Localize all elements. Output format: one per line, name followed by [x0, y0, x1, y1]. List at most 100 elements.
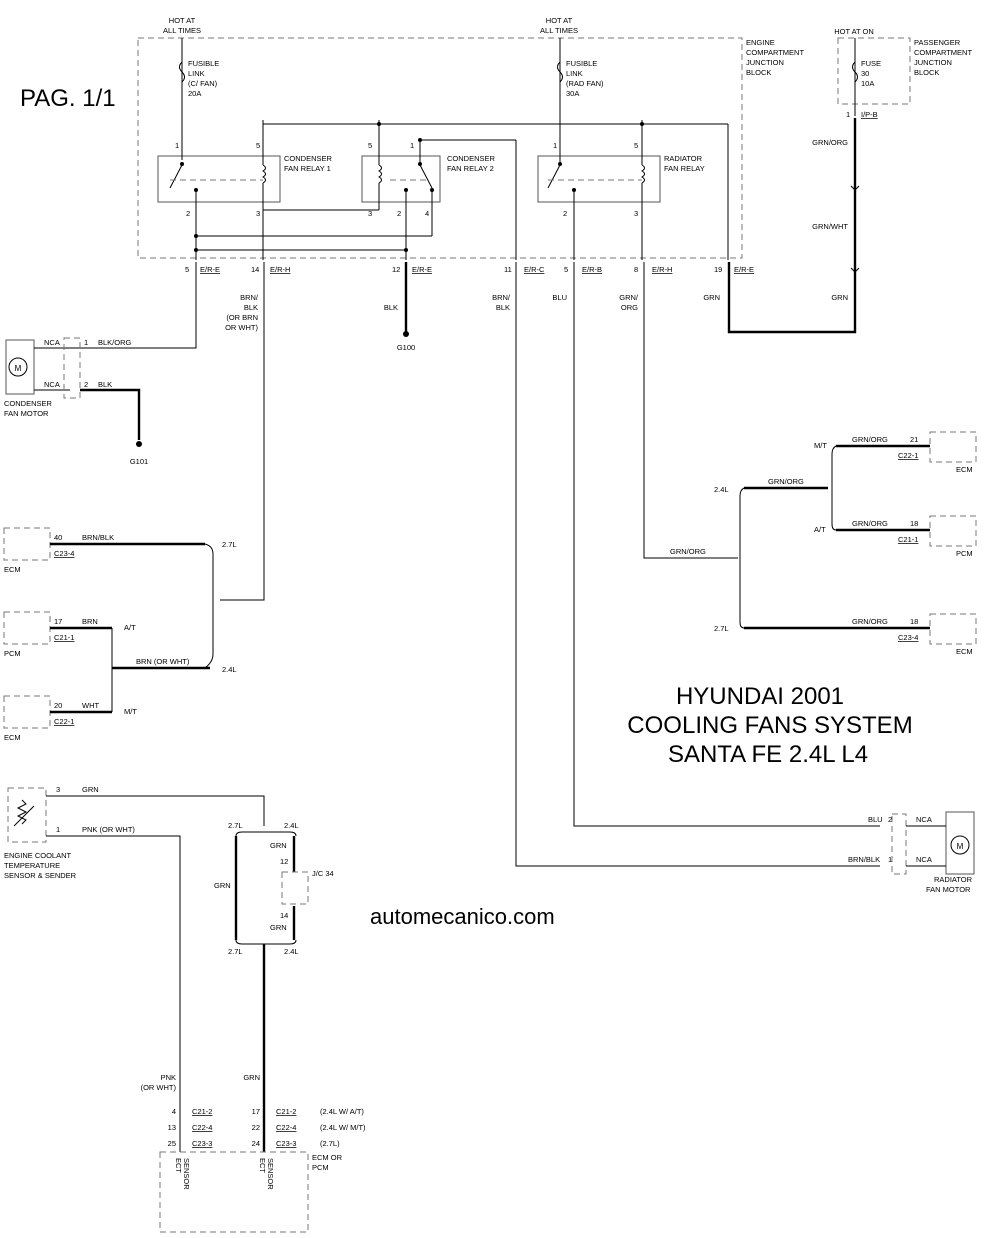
ect-row3-note: (2.7L) — [320, 1139, 340, 1148]
ecm-pcm-module — [159, 1151, 309, 1233]
condenser-pin2-num: 2 — [84, 380, 88, 389]
conn-id-4: E/R-C — [524, 265, 545, 274]
wire-grn-label-1: GRN — [703, 293, 720, 302]
wire-grn-org2-2: ORG — [621, 303, 638, 312]
wire-grn-org2-1: GRN/ — [619, 293, 639, 302]
relay2-pin-bot-3: 4 — [425, 209, 429, 218]
ecm-right-at-trans: A/T — [814, 525, 826, 534]
ecm-right-1 — [929, 431, 977, 463]
ecm-right-mt-conn: C22-1 — [898, 451, 918, 460]
wire-brn-blk-alt-1: BRN/ — [240, 293, 259, 302]
wire-blu — [573, 262, 880, 827]
relay1-switch-icon — [169, 164, 183, 189]
radiator-fan-relay — [537, 155, 661, 203]
ecm-right-mt-label: ECM — [956, 465, 973, 474]
relay2-switch-icon — [419, 164, 433, 189]
coolant-pin3: 3 — [56, 785, 60, 794]
fusible-link-1-l4: 20A — [188, 89, 201, 98]
wire-brn-blk-ecm — [220, 262, 265, 601]
relay2-pin-top-1: 5 — [368, 141, 372, 150]
condenser-motor-icon — [8, 357, 28, 377]
ecm2-label: ECM — [4, 733, 21, 742]
radiator-motor-m: M — [957, 842, 964, 851]
conn-id-3: E/R-E — [412, 265, 432, 274]
jc34-label: J/C 34 — [312, 869, 334, 878]
radiator-pin1-num: 1 — [888, 855, 892, 864]
relay1-pin-top-1: 1 — [175, 141, 179, 150]
condenser-motor-label-1: CONDENSER — [4, 399, 53, 408]
ect-sensor-b-2: SENSOR — [266, 1158, 275, 1190]
ecm-right-27-eng: 2.7L — [714, 624, 729, 633]
ect-module-1: ECM OR — [312, 1153, 343, 1162]
conn-pin-7: 19 — [714, 265, 722, 274]
ecm2-trans: M/T — [124, 707, 137, 716]
ecm1-eng: 2.7L — [222, 540, 237, 549]
hot-all-times-1a: HOT AT — [169, 16, 196, 25]
passenger-block-label-2: COMPARTMENT — [914, 48, 972, 57]
wire-grn-label-2: GRN — [831, 293, 848, 302]
conn-pin-3: 12 — [392, 265, 400, 274]
passenger-block-label-3: JUNCTION — [914, 58, 952, 67]
relay3-pin-bot-1: 2 — [563, 209, 567, 218]
ecm-right-trunk-wire: GRN/ORG — [670, 547, 706, 556]
passenger-block-label-1: PASSENGER — [914, 38, 961, 47]
ect-grn: GRN — [243, 1073, 260, 1082]
hot-at-on: HOT AT ON — [834, 27, 874, 36]
wire-brn-blk-1: BRN/ — [492, 293, 511, 302]
ipb-pin: 1 — [846, 110, 850, 119]
relay1-pin-bot-2: 3 — [256, 209, 260, 218]
ect-row2-p1: 13 — [168, 1123, 176, 1132]
engine-block-label-4: BLOCK — [746, 68, 771, 77]
ect-module-2: PCM — [312, 1163, 329, 1172]
title-line-2: COOLING FANS SYSTEM — [627, 712, 912, 739]
ecm-right-at-pin: 18 — [910, 519, 918, 528]
ecm1-wire: BRN/BLK — [82, 533, 114, 542]
ect-row2-c2: C22-4 — [276, 1123, 296, 1132]
condenser-fan-relay-1 — [157, 155, 281, 203]
pcm-conn: C21-1 — [54, 633, 74, 642]
ecm2-wire: WHT — [82, 701, 99, 710]
relay3-coil-icon — [641, 164, 645, 184]
wire-grn-org-ecm — [643, 262, 738, 559]
watermark: automecanico.com — [370, 904, 555, 929]
ground-g101-icon — [136, 441, 142, 447]
hot-all-times-2a: HOT AT — [546, 16, 573, 25]
relay3-switch-icon — [547, 164, 561, 189]
ecm-left-mid-wire: BRN (OR WHT) — [136, 657, 190, 666]
coolant-label-1: ENGINE COOLANT — [4, 851, 72, 860]
pcm-left — [3, 611, 51, 645]
ipb-conn: I/P-B — [861, 110, 878, 119]
coolant-sensor — [7, 787, 47, 843]
jc34-top-left: 2.7L — [228, 821, 243, 830]
wire-grn-wht-label: GRN/WHT — [812, 222, 848, 231]
pcm-right — [929, 515, 977, 547]
ecm1-pin: 40 — [54, 533, 62, 542]
fusible-link-2-icon — [557, 61, 563, 83]
condenser-fan-relay-2 — [361, 155, 441, 203]
ecm-right-27-conn: C23-4 — [898, 633, 918, 642]
radiator-motor-connector — [891, 813, 907, 875]
relay2-label-1: CONDENSER — [447, 154, 496, 163]
relay2-pin-bot-1: 3 — [368, 209, 372, 218]
fusible-link-1-l2: LINK — [188, 69, 205, 78]
ground-g101-label: G101 — [130, 457, 148, 466]
jc34-bot-right: 2.4L — [284, 947, 299, 956]
ect-row1-c1: C21-2 — [192, 1107, 212, 1116]
condenser-motor-connector — [63, 337, 81, 399]
hot-all-times-2b: ALL TIMES — [540, 26, 578, 35]
ect-row2-c1: C22-4 — [192, 1123, 212, 1132]
ecm-right-splice-1 — [831, 445, 837, 531]
ect-sensor-a-2: SENSOR — [182, 1158, 191, 1190]
ecm-left-1 — [3, 527, 51, 561]
ecm2-pin: 20 — [54, 701, 62, 710]
jc34-top-right: 2.4L — [284, 821, 299, 830]
ecm-right-at-label: PCM — [956, 549, 973, 558]
coolant-label-2: TEMPERATURE — [4, 861, 60, 870]
relay3-pin-bot-2: 3 — [634, 209, 638, 218]
passenger-block-label-4: BLOCK — [914, 68, 939, 77]
ecm1-label: ECM — [4, 565, 21, 574]
conn-id-6: E/R-H — [652, 265, 672, 274]
title-line-3: SANTA FE 2.4L L4 — [668, 741, 868, 768]
radiator-motor-label-2: FAN MOTOR — [926, 885, 971, 894]
